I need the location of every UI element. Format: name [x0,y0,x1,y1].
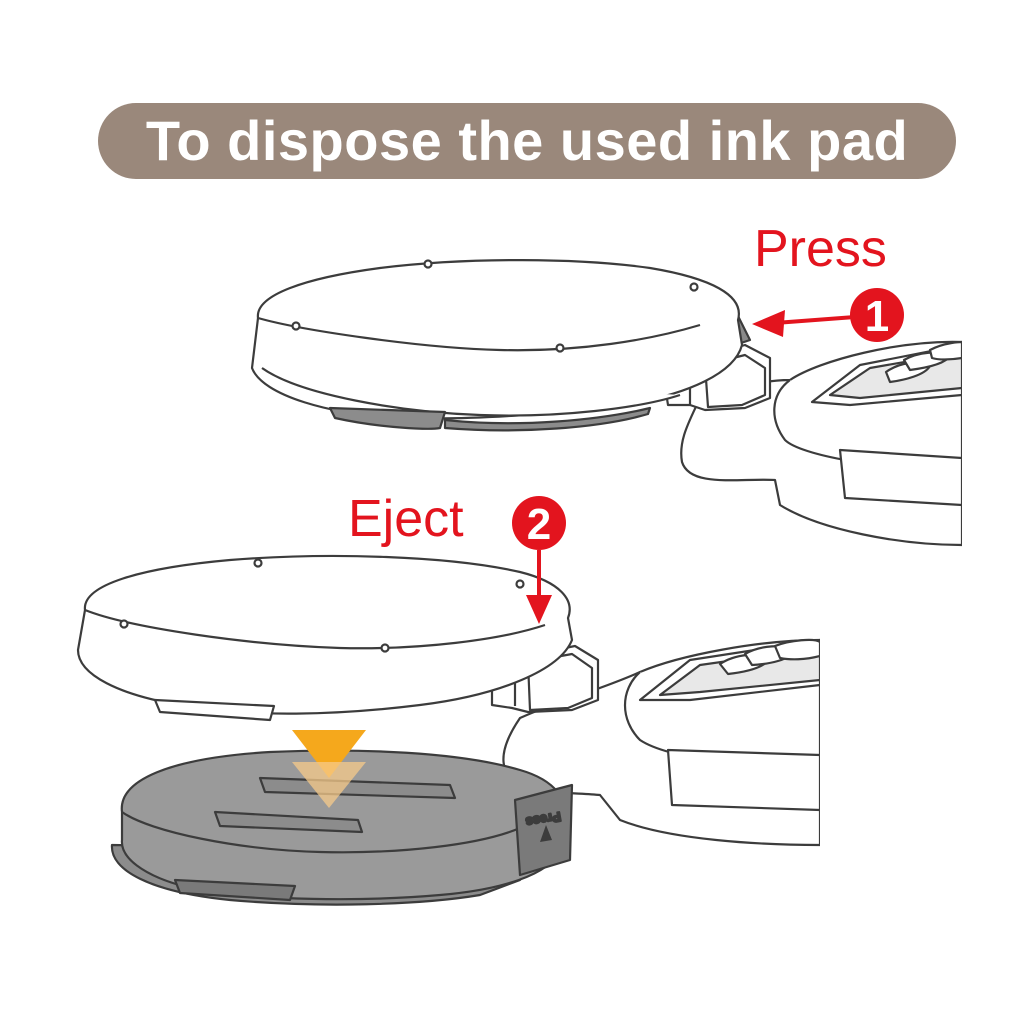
step-2-callout: Eject 2 [348,490,566,624]
stamp-body-top: Press [648,314,962,547]
pad-tab-label: Press [525,809,562,830]
used-ink-pad: Press [110,749,574,906]
step-1-badge [850,288,904,342]
page-title: To dispose the used ink pad [145,109,909,172]
ink-pad-holder-bottom [76,554,574,722]
title-banner: To dispose the used ink pad [98,103,956,179]
step-1-callout: Press 1 [752,220,904,342]
eject-direction-arrows [292,730,366,808]
ink-pad-holder-top [250,259,744,432]
step-2-arrow-icon [526,595,552,624]
stamp-body-bottom [473,613,820,847]
eject-arrow-ghost-icon [292,762,366,808]
eject-arrow-icon [292,730,366,778]
step-2-badge [512,496,566,550]
step-1-arrow-icon [752,310,785,337]
step-1-label: Press [754,220,887,278]
step-1-number: 1 [865,292,889,341]
step-2-label: Eject [348,490,464,548]
step-2-number: 2 [527,500,551,549]
